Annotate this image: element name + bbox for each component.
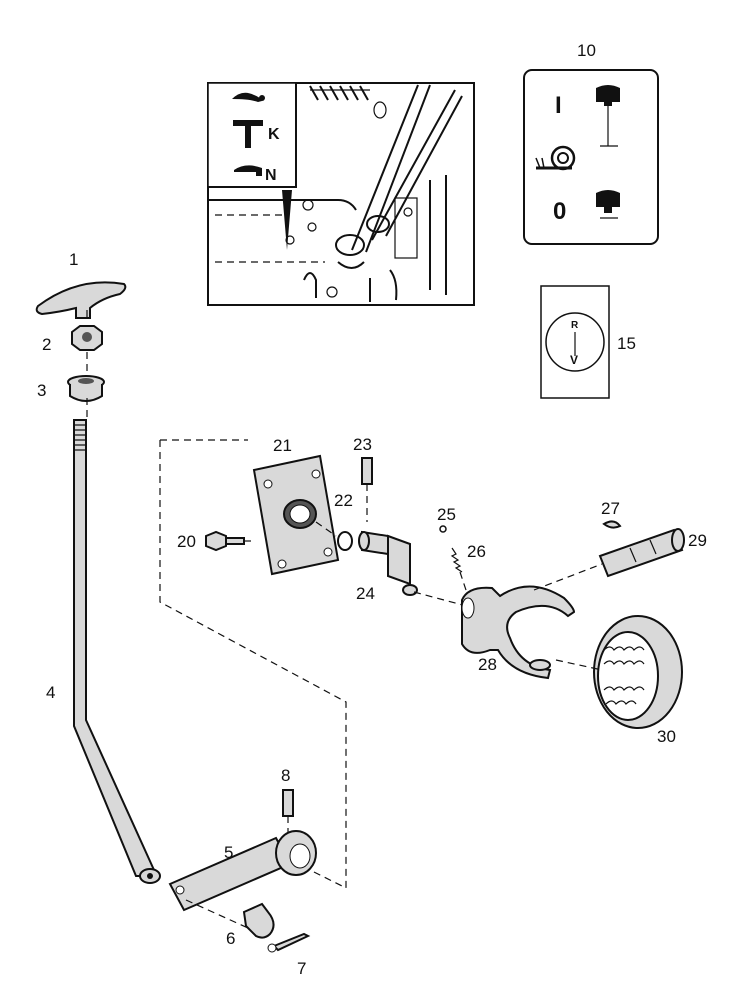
callout-10: 10 — [577, 41, 596, 60]
part-26-spring — [450, 547, 463, 573]
part-30-synchro-ring — [593, 615, 683, 729]
decal-15: R V — [540, 285, 610, 399]
part-24-shaft — [358, 530, 418, 596]
callout-21: 21 — [273, 436, 292, 455]
part-29-rod — [598, 528, 685, 578]
svg-text:K: K — [268, 126, 280, 143]
inset-machinery — [208, 83, 463, 302]
callout-28: 28 — [478, 655, 497, 674]
svg-text:I: I — [555, 92, 562, 119]
decal-10: I 0 — [523, 69, 659, 245]
svg-text:0: 0 — [553, 198, 566, 225]
callout-3: 3 — [37, 381, 46, 400]
callout-8: 8 — [281, 766, 290, 785]
callout-20: 20 — [177, 532, 196, 551]
knob-icon: K — [233, 120, 280, 148]
callout-30: 30 — [657, 727, 676, 746]
part-2-nut — [71, 325, 103, 351]
part-6-clip — [242, 902, 275, 939]
callout-4: 4 — [46, 683, 55, 702]
callout-26: 26 — [467, 542, 486, 561]
gear-lever-icon: N — [234, 165, 277, 184]
callout-2: 2 — [42, 335, 51, 354]
svg-text:R: R — [571, 320, 579, 331]
part-28-fork — [461, 585, 576, 680]
part-1-knob — [35, 281, 127, 319]
callout-23: 23 — [353, 435, 372, 454]
callout-15: 15 — [617, 334, 636, 353]
snail-icon — [535, 145, 576, 171]
part-5-lever — [168, 830, 317, 912]
callout-25: 25 — [437, 505, 456, 524]
turtle-icon — [232, 92, 265, 102]
svg-text:V: V — [570, 353, 578, 367]
part-8-pin — [282, 789, 294, 817]
callout-6: 6 — [226, 929, 235, 948]
part-23-pin — [361, 457, 373, 485]
callout-22: 22 — [334, 491, 353, 510]
part-27-key — [602, 520, 622, 529]
callout-24: 24 — [356, 584, 375, 603]
part-3-bushing — [67, 375, 105, 402]
callout-1: 1 — [69, 250, 78, 269]
inset-panel: K N — [207, 82, 475, 306]
part-7-cotter-pin — [267, 932, 311, 953]
callout-29: 29 — [688, 531, 707, 550]
part-21-plate — [252, 454, 340, 576]
knob-icon — [596, 85, 620, 147]
callout-27: 27 — [601, 499, 620, 518]
callout-5: 5 — [224, 843, 233, 862]
callout-7: 7 — [297, 959, 306, 978]
part-20-bolt — [205, 530, 245, 552]
knob-icon — [596, 190, 620, 219]
part-22-washer — [337, 531, 353, 551]
svg-text:N: N — [265, 167, 277, 184]
part-4-rod — [73, 419, 161, 884]
